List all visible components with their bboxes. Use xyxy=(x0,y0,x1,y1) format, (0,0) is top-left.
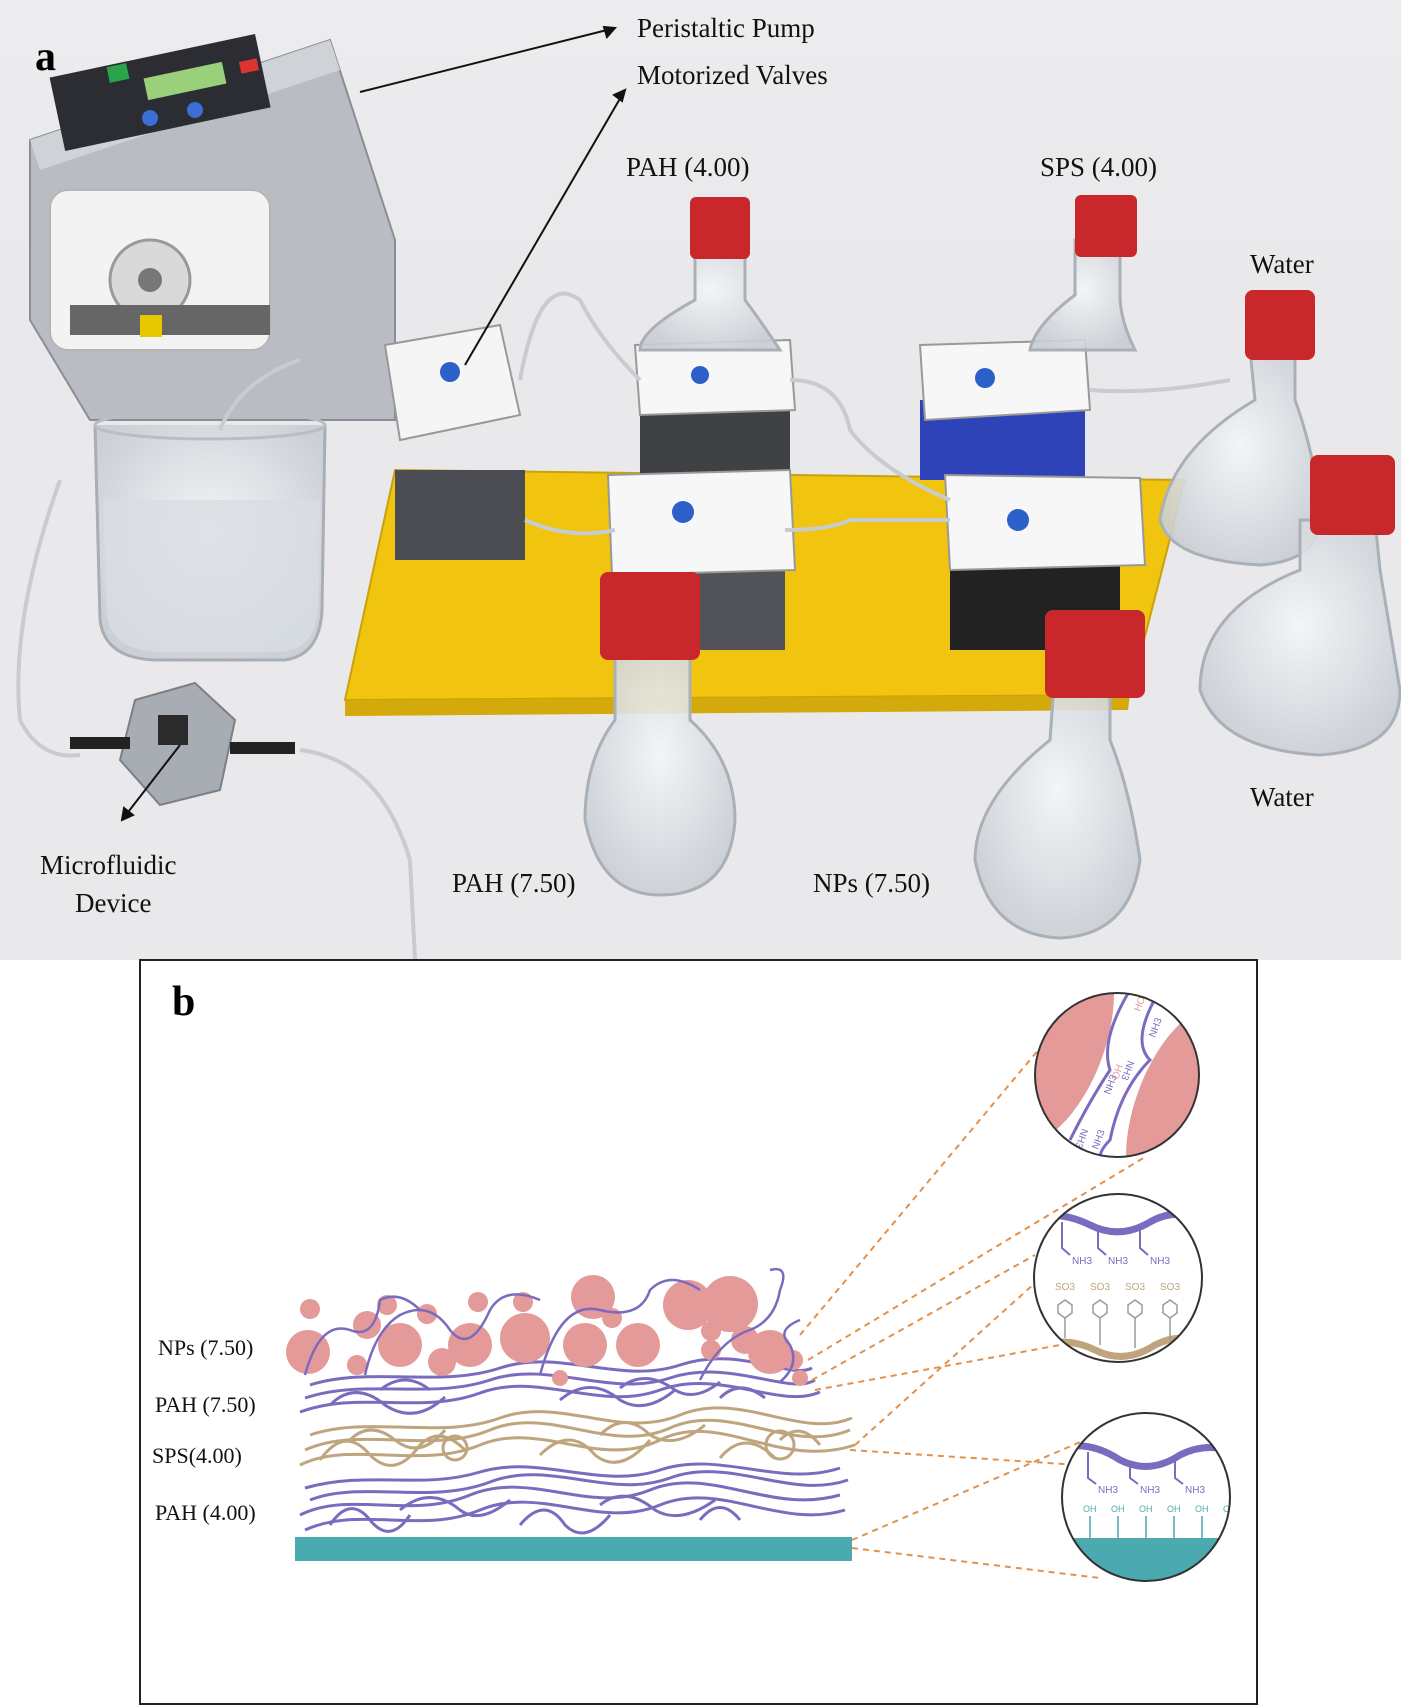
svg-text:NH3: NH3 xyxy=(1108,1256,1128,1267)
svg-text:SO3: SO3 xyxy=(1055,1282,1075,1293)
svg-text:OH: OH xyxy=(1083,1504,1097,1514)
panel-a-photo xyxy=(0,0,1401,961)
label-pah-750: PAH (7.50) xyxy=(452,868,576,898)
panel-a-arrows xyxy=(120,25,627,822)
arrow-pump xyxy=(359,27,616,93)
label-pah-400: PAH (4.00) xyxy=(626,152,750,182)
arrow-valves xyxy=(464,89,626,366)
label-layer-pah750: PAH (7.50) xyxy=(155,1392,256,1417)
svg-text:OH: OH xyxy=(1139,1504,1153,1514)
svg-text:NH3: NH3 xyxy=(1150,1256,1170,1267)
flask-sps-400 xyxy=(1028,195,1138,352)
flask-pah-750 xyxy=(583,572,737,897)
flask-water-bottom xyxy=(1198,455,1401,757)
flask-pah-400 xyxy=(638,197,783,352)
svg-text:OH: OH xyxy=(1110,1063,1125,1081)
label-layer-nps: NPs (7.50) xyxy=(158,1335,253,1360)
label-nps-750: NPs (7.50) xyxy=(813,868,930,898)
svg-text:SO3: SO3 xyxy=(1125,1282,1145,1293)
svg-text:OH: OH xyxy=(1167,1504,1181,1514)
panel-b: b xyxy=(139,959,1258,1705)
svg-text:SO3: SO3 xyxy=(1160,1282,1180,1293)
zoom-circle-nps-pah: NH3 NH3 NH3 NH3 NH3 HO OH OH HO xyxy=(1034,992,1200,1158)
label-layer-pah400: PAH (4.00) xyxy=(155,1500,256,1525)
arrow-device xyxy=(121,744,181,821)
label-sps-400: SPS (4.00) xyxy=(1040,152,1157,182)
label-device: Device xyxy=(75,888,151,918)
beaker xyxy=(93,409,327,662)
label-water-top: Water xyxy=(1250,249,1314,279)
label-water-bottom: Water xyxy=(1250,782,1314,812)
nanoparticle-linker-chains xyxy=(303,1267,801,1383)
svg-text:NH3: NH3 xyxy=(1118,1059,1135,1082)
panel-a-labels: a Peristaltic Pump Motorized Valves PAH … xyxy=(35,13,1314,918)
flask-nps-750 xyxy=(973,610,1145,940)
label-motorized-valves: Motorized Valves xyxy=(637,60,828,90)
peristaltic-pump xyxy=(29,33,396,421)
layer-sps-400 xyxy=(299,1406,856,1467)
svg-text:OH: OH xyxy=(1195,1504,1209,1514)
svg-text:NH3: NH3 xyxy=(1090,1128,1107,1151)
flask-water-top xyxy=(1158,290,1323,567)
label-peristaltic-pump: Peristaltic Pump xyxy=(637,13,815,43)
svg-text:OH: OH xyxy=(1223,1504,1237,1514)
svg-text:NH3: NH3 xyxy=(1072,1127,1089,1150)
label-microfluidic: Microfluidic xyxy=(40,850,176,880)
tubing xyxy=(16,291,1231,961)
svg-text:NH3: NH3 xyxy=(1185,1485,1205,1496)
svg-text:OH: OH xyxy=(1111,1504,1125,1514)
svg-text:SO3: SO3 xyxy=(1090,1282,1110,1293)
svg-text:NH3: NH3 xyxy=(1147,1016,1164,1039)
svg-text:NH3: NH3 xyxy=(1072,1256,1092,1267)
microfluidic-device xyxy=(70,681,295,807)
panel-b-letter: b xyxy=(172,979,195,1025)
svg-text:HO: HO xyxy=(1062,1078,1078,1096)
svg-text:HO: HO xyxy=(1132,995,1148,1013)
substrate xyxy=(295,1537,852,1561)
layer-nanoparticles xyxy=(286,1275,808,1386)
layer-labels: NPs (7.50) PAH (7.50) SPS(4.00) PAH (4.0… xyxy=(152,1335,256,1525)
svg-text:NH3: NH3 xyxy=(1102,1073,1119,1096)
label-layer-sps: SPS(4.00) xyxy=(152,1443,242,1468)
layer-pah-400 xyxy=(299,1462,849,1535)
svg-text:NH3: NH3 xyxy=(1098,1485,1118,1496)
panel-a-letter: a xyxy=(35,34,56,80)
svg-text:NH3: NH3 xyxy=(1140,1485,1160,1496)
